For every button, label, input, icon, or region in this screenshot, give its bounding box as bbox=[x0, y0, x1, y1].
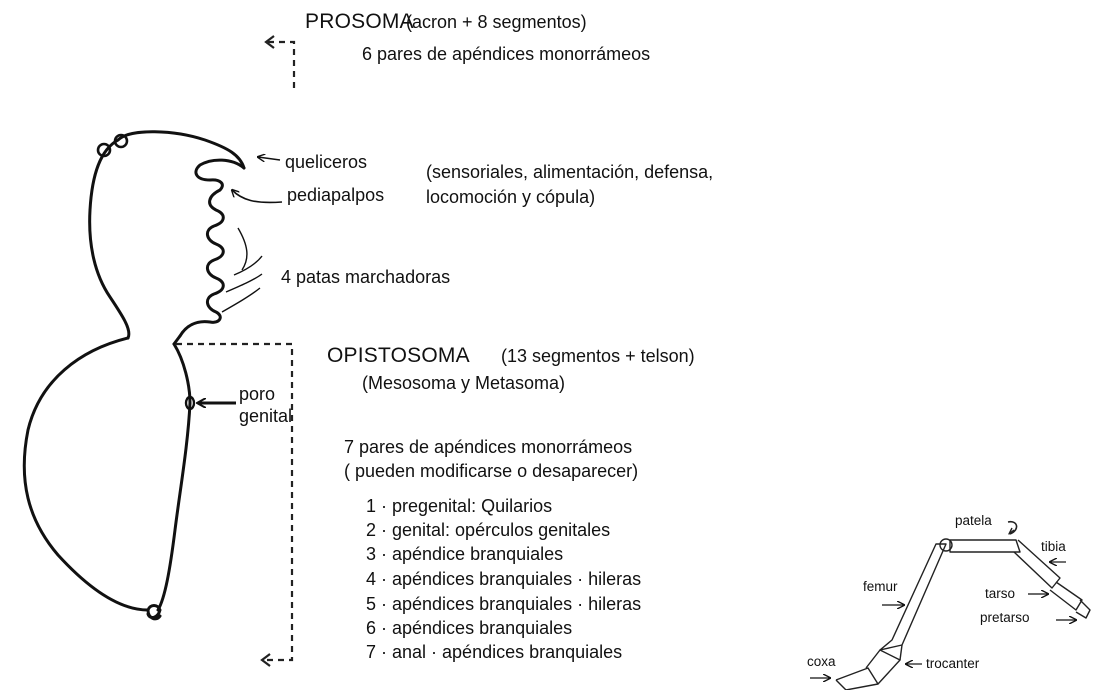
leg-label-pretarso: pretarso bbox=[980, 610, 1030, 625]
walking-leg-drawing bbox=[835, 520, 1091, 690]
leg-label-femur: femur bbox=[863, 579, 898, 594]
label-patas-marchadoras: 4 patas marchadoras bbox=[281, 267, 451, 287]
leg-label-tibia: tibia bbox=[1041, 539, 1066, 554]
label-queliceros: queliceros bbox=[285, 152, 368, 172]
body-outline bbox=[22, 130, 246, 621]
leg-label-coxa: coxa bbox=[807, 654, 836, 669]
leg-label-arrows bbox=[810, 562, 1076, 678]
arrow-pediapalpos bbox=[232, 190, 283, 204]
list-item: 3 · apéndice branquiales bbox=[366, 544, 564, 564]
genital-pore-mark bbox=[184, 395, 196, 411]
list-item: 7 · anal · apéndices branquiales bbox=[366, 642, 623, 662]
function-line-2: locomoción y cópula) bbox=[426, 187, 596, 207]
opistosoma-appendages-line-1: 7 pares de apéndices monorrámeos bbox=[344, 437, 633, 457]
leg-label-tarso: tarso bbox=[985, 586, 1016, 601]
opistosoma-subtitle: (Mesosoma y Metasoma) bbox=[362, 373, 566, 393]
label-poro: poro bbox=[239, 384, 276, 404]
prosoma-title: PROSOMA bbox=[305, 10, 414, 33]
leg-label-patela: patela bbox=[955, 513, 992, 528]
opistosoma-appendages-line-2: ( pueden modificarse o desaparecer) bbox=[344, 461, 639, 481]
list-item: 2 · genital: opérculos genitales bbox=[366, 520, 611, 540]
arrow-queliceros bbox=[258, 157, 281, 160]
prosoma-bracket bbox=[264, 35, 296, 88]
list-item: 4 · apéndices branquiales · hileras bbox=[366, 569, 642, 589]
opistosoma-bracket bbox=[176, 342, 294, 667]
opistosoma-detail: (13 segmentos + telson) bbox=[501, 346, 695, 366]
eyes bbox=[96, 133, 129, 158]
list-item: 5 · apéndices branquiales · hileras bbox=[366, 594, 642, 614]
function-line-1: (sensoriales, alimentación, defensa, bbox=[426, 162, 714, 182]
label-pediapalpos: pediapalpos bbox=[287, 185, 385, 205]
leg-stubs bbox=[221, 227, 263, 313]
list-item: 1 · pregenital: Quilarios bbox=[366, 496, 553, 516]
prosoma-appendages: 6 pares de apéndices monorrámeos bbox=[362, 44, 651, 64]
list-item: 6 · apéndices branquiales bbox=[366, 618, 573, 638]
prosoma-detail: (acron + 8 segmentos) bbox=[406, 12, 587, 32]
label-genital: genital bbox=[239, 406, 293, 426]
leg-label-trocanter: trocanter bbox=[926, 656, 980, 671]
opistosoma-title: OPISTOSOMA bbox=[327, 344, 470, 367]
